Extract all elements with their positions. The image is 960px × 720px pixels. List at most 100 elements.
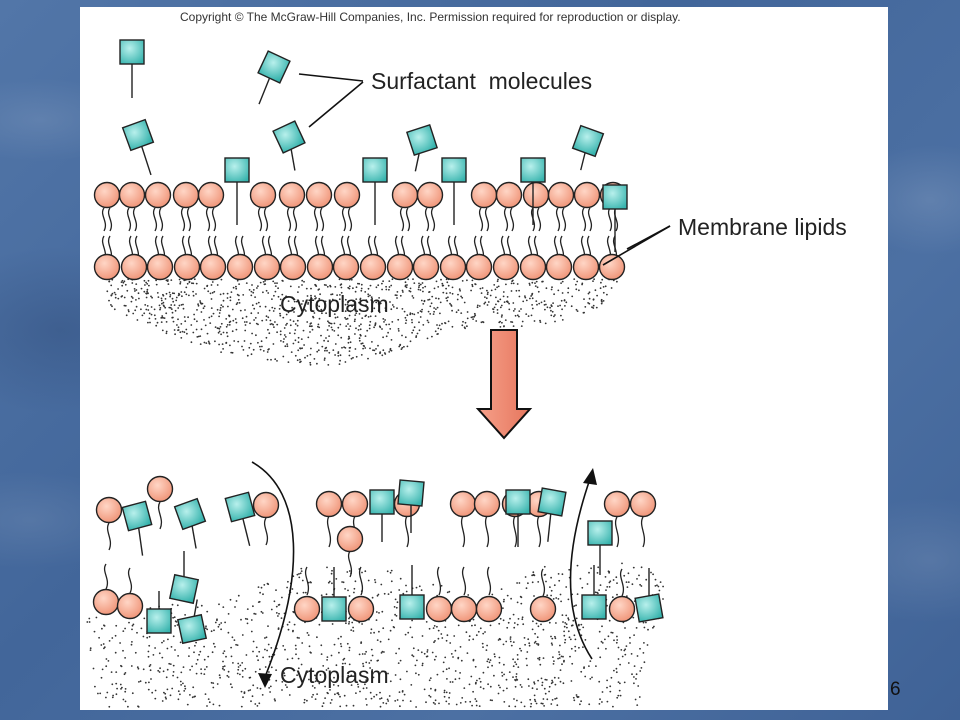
cytoplasm-dot	[147, 650, 150, 653]
cytoplasm-dot	[256, 655, 258, 658]
cytoplasm-dot	[377, 303, 380, 305]
cytoplasm-dot	[509, 636, 512, 638]
cytoplasm-dot	[353, 320, 356, 323]
surfactant-molecule	[362, 157, 388, 225]
cytoplasm-dot	[331, 582, 333, 585]
cytoplasm-dot	[180, 684, 182, 686]
cytoplasm-dot	[448, 703, 450, 705]
cytoplasm-dot	[114, 296, 117, 299]
cytoplasm-dot	[219, 309, 222, 312]
cytoplasm-dot	[226, 335, 229, 338]
cytoplasm-dot	[134, 651, 137, 654]
cytoplasm-dot	[302, 300, 304, 302]
cytoplasm-dot	[150, 313, 153, 316]
cytoplasm-dot	[365, 698, 367, 700]
cytoplasm-dot	[390, 339, 393, 341]
cytoplasm-dot	[536, 303, 538, 306]
cytoplasm-dot	[303, 308, 306, 311]
cytoplasm-dot	[216, 683, 219, 685]
cytoplasm-dot	[255, 334, 257, 337]
cytoplasm-dot	[151, 296, 153, 299]
cytoplasm-dot	[439, 301, 442, 304]
cytoplasm-dot	[144, 681, 147, 684]
cytoplasm-dot	[465, 631, 468, 634]
cytoplasm-dot	[93, 630, 96, 633]
cytoplasm-dot	[184, 687, 187, 690]
cytoplasm-dot	[473, 312, 476, 315]
cytoplasm-dot	[260, 610, 263, 613]
cytoplasm-dot	[398, 589, 401, 591]
cytoplasm-dot	[344, 361, 347, 363]
cytoplasm-dot	[377, 593, 380, 596]
cytoplasm-dot	[414, 664, 417, 667]
cytoplasm-dot	[531, 304, 533, 306]
cytoplasm-dot	[120, 664, 122, 667]
cytoplasm-dot	[627, 572, 630, 575]
cytoplasm-dot	[411, 319, 413, 321]
cytoplasm-dot	[625, 645, 628, 647]
lipid-head	[279, 253, 307, 281]
cytoplasm-dot	[146, 305, 149, 307]
cytoplasm-dot	[506, 626, 509, 629]
cytoplasm-dot	[563, 659, 565, 662]
cytoplasm-dot	[249, 689, 252, 691]
cytoplasm-dot	[469, 700, 472, 703]
cytoplasm-dot	[262, 281, 265, 283]
cytoplasm-dot	[158, 652, 161, 655]
cytoplasm-dot	[193, 313, 195, 316]
downward-flow-arrowhead	[258, 673, 272, 688]
cytoplasm-dot	[591, 306, 593, 309]
cytoplasm-dot	[216, 284, 219, 286]
cytoplasm-dot	[192, 290, 194, 293]
cytoplasm-dot	[412, 297, 415, 299]
cytoplasm-dot	[340, 336, 343, 339]
cytoplasm-dot	[281, 596, 283, 599]
cytoplasm-dot	[497, 692, 500, 695]
cytoplasm-dot	[220, 351, 223, 353]
cytoplasm-dot	[407, 278, 409, 281]
cytoplasm-dot	[358, 282, 361, 285]
cytoplasm-dot	[313, 312, 316, 314]
cytoplasm-dot	[216, 618, 218, 621]
lipid-tail	[358, 566, 364, 596]
cytoplasm-dot	[557, 598, 560, 600]
cytoplasm-dot	[161, 700, 164, 702]
cytoplasm-dot	[533, 698, 536, 701]
cytoplasm-dot	[172, 674, 174, 677]
cytoplasm-dot	[623, 681, 626, 684]
cytoplasm-dot	[470, 289, 472, 292]
cytoplasm-dot	[180, 337, 183, 339]
cytoplasm-dot	[156, 292, 159, 294]
lipid-tail	[103, 563, 109, 590]
cytoplasm-dot	[211, 281, 214, 283]
cytoplasm-dot	[180, 291, 183, 293]
cytoplasm-dot	[420, 651, 423, 654]
cytoplasm-dot	[269, 319, 272, 322]
cytoplasm-dot	[283, 674, 286, 677]
cytoplasm-dot	[504, 319, 507, 321]
cytoplasm-dot	[575, 617, 578, 620]
cytoplasm-dot	[454, 670, 457, 672]
cytoplasm-dot	[251, 304, 254, 307]
cytoplasm-dot	[460, 312, 463, 314]
cytoplasm-dot	[650, 571, 652, 574]
cytoplasm-dot	[318, 682, 321, 685]
cytoplasm-dot	[472, 690, 474, 693]
cytoplasm-dot	[275, 589, 277, 591]
cytoplasm-dot	[529, 705, 532, 708]
cytoplasm-dot	[598, 703, 601, 705]
cytoplasm-dot	[222, 292, 225, 295]
cytoplasm-dot	[464, 701, 467, 703]
cytoplasm-dot	[344, 662, 347, 665]
cytoplasm-dot	[276, 323, 279, 326]
cytoplasm-dot	[196, 320, 198, 323]
cytoplasm-dot	[432, 583, 435, 586]
cytoplasm-dot	[574, 645, 577, 648]
cytoplasm-dot	[461, 280, 464, 282]
cytoplasm-dot	[88, 621, 91, 623]
cytoplasm-dot	[358, 313, 361, 315]
cytoplasm-dot	[339, 705, 342, 708]
cytoplasm-dot	[211, 651, 214, 654]
cytoplasm-dot	[318, 623, 321, 626]
cytoplasm-dot	[383, 321, 385, 323]
